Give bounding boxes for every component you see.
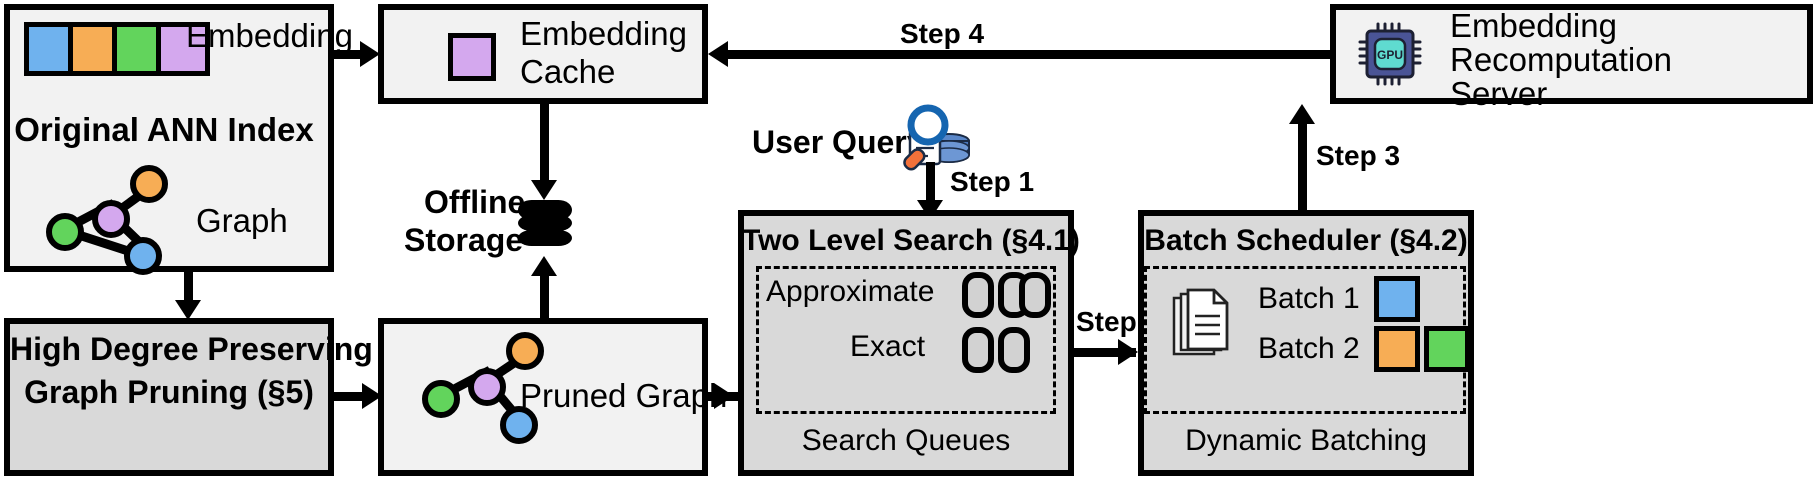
arrow-index-to-cache-head [360, 41, 380, 67]
offline-storage-line1: Offline [424, 184, 526, 220]
documents-stack-icon [1170, 288, 1232, 364]
step4-label: Step 4 [900, 18, 985, 49]
recomputation-server-line2: Recomputation [1450, 41, 1672, 78]
graph-pruning-line1: High Degree Preserving [10, 331, 373, 367]
recomputation-server-line1: Embedding [1450, 7, 1617, 44]
embedding-chip-blue [29, 27, 73, 71]
graph-pruning-box [4, 318, 334, 476]
gpu-chip-icon: GPU [1358, 22, 1422, 86]
exact-queue-slot[interactable] [998, 327, 1030, 373]
arrow-cache-to-storage-line [540, 104, 549, 186]
approximate-queue-slot[interactable] [1019, 272, 1051, 318]
arrow-index-to-cache-line [334, 50, 368, 59]
graph-node-green [422, 380, 460, 418]
graph-pruning-line2: Graph Pruning (§5) [24, 374, 314, 410]
arrow-pruned-to-storage-line [540, 270, 549, 322]
arrow-step3-line [1298, 118, 1307, 210]
recomputation-server-line3: Server [1450, 75, 1548, 112]
graph-node-green [46, 213, 84, 251]
batch-2-chip-orange [1374, 326, 1420, 372]
gpu-icon-text: GPU [1377, 48, 1403, 62]
step1-label: Step 1 [950, 166, 1035, 197]
dynamic-batching-footer: Dynamic Batching [1185, 424, 1427, 457]
search-database-glyph [903, 104, 970, 171]
database-cylinder-icon [518, 200, 572, 252]
arrow-index-to-pruning-line [184, 272, 193, 308]
arrow-step4-head [708, 41, 728, 67]
batch-2-chip-green [1424, 326, 1470, 372]
cylinder-band [518, 215, 572, 231]
arrow-index-to-pruning-head [175, 300, 201, 320]
pruned-graph-label: Pruned Graph [520, 377, 728, 414]
graph-label: Graph [196, 202, 288, 239]
exact-queue-slot[interactable] [962, 327, 994, 373]
gpu-chip-glyph: GPU [1358, 22, 1422, 86]
arrow-step3-head [1289, 104, 1315, 124]
embedding-cache-chip [448, 33, 496, 81]
arrow-cache-to-storage-head [531, 180, 557, 200]
offline-storage-line2: Storage [404, 222, 524, 258]
graph-node-blue [124, 237, 162, 275]
arrow-pruning-to-pruned-head [362, 383, 382, 409]
approximate-queue-slot[interactable] [962, 272, 994, 318]
documents-stack-glyph [1172, 288, 1229, 356]
batch-1-label: Batch 1 [1258, 282, 1360, 315]
search-queues-dashed-region [756, 266, 1056, 414]
graph-node-orange [130, 165, 168, 203]
arrow-pruning-to-pruned-line [334, 392, 372, 401]
step3-label: Step 3 [1316, 140, 1401, 171]
arrow-pruned-to-search-head [714, 383, 734, 409]
embedding-label: Embedding [186, 17, 353, 54]
arrow-step2-line [1074, 348, 1136, 357]
embedding-cache-line1: Embedding [520, 15, 687, 52]
two-level-search-title: Two Level Search (§4.1) [742, 224, 1080, 257]
original-ann-index-title: Original ANN Index [14, 111, 314, 148]
arrow-step2-head [1118, 339, 1138, 365]
batch-1-chip-blue [1374, 276, 1420, 322]
search-queues-footer: Search Queues [801, 424, 1011, 457]
batch-2-label: Batch 2 [1258, 332, 1360, 365]
graph-node-purple [468, 368, 506, 406]
embedding-cache-line2: Cache [520, 53, 616, 90]
exact-row-label: Exact [850, 330, 926, 363]
pruned-graph-widget [410, 332, 544, 444]
graph-node-blue [500, 406, 538, 444]
batch-scheduler-title: Batch Scheduler (§4.2) [1144, 224, 1468, 257]
embedding-chip-green [117, 27, 161, 71]
approximate-row-label: Approximate [766, 275, 935, 308]
embedding-chip-orange [73, 27, 117, 71]
original-graph-widget [40, 165, 168, 275]
embedding-cache-box [378, 4, 708, 104]
arrow-step1-line [926, 162, 935, 210]
graph-node-orange [506, 332, 544, 370]
graph-node-purple [92, 200, 130, 238]
arrow-pruned-to-storage-head [531, 256, 557, 276]
embedding-chip-purple [161, 27, 205, 71]
cylinder-band [518, 230, 572, 246]
arrow-step4-line [728, 50, 1330, 59]
embedding-chip-strip [24, 22, 210, 76]
search-database-icon [898, 100, 972, 172]
